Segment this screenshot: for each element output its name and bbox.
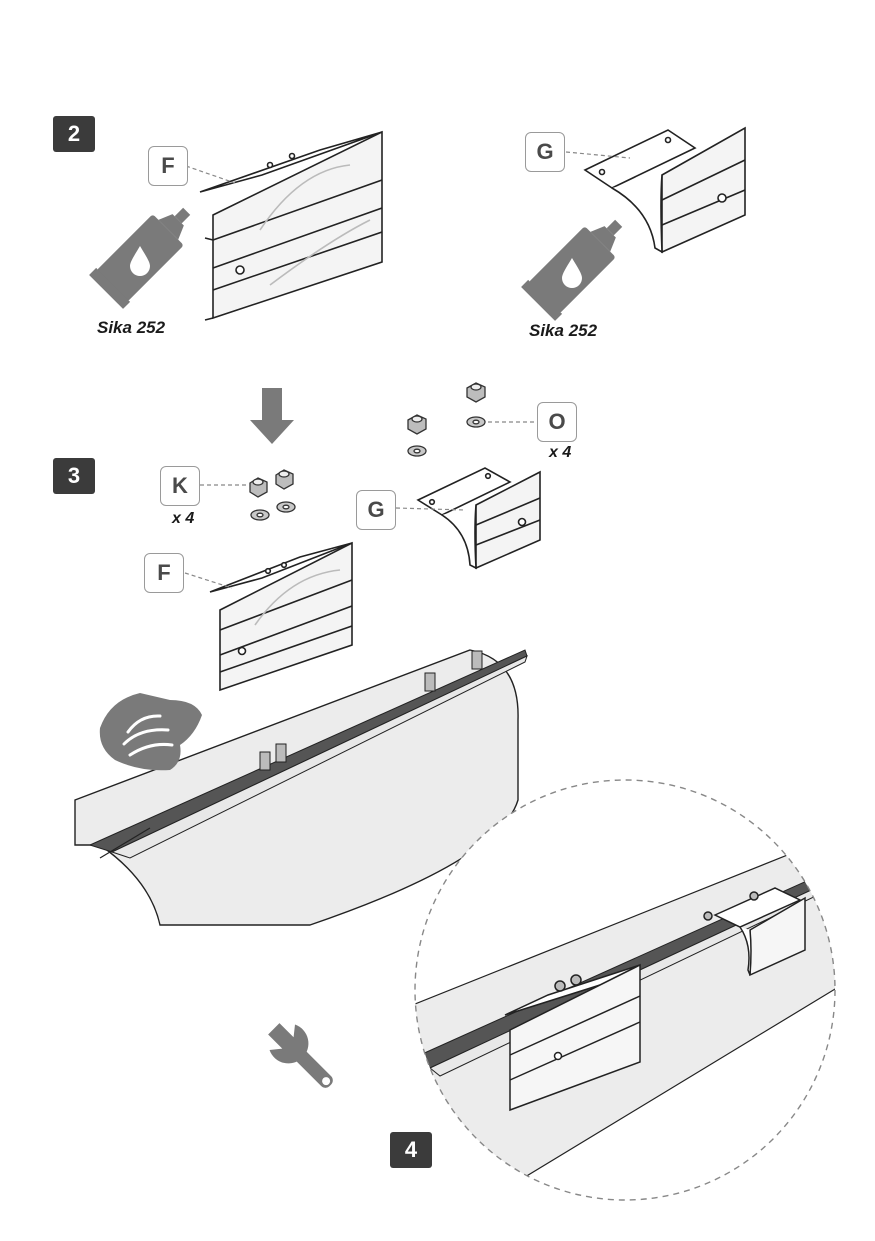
- wrench-icon: [268, 1023, 333, 1088]
- step-2-badge: 2: [53, 116, 95, 152]
- mounting-surface: [74, 649, 528, 926]
- detail-view: [414, 779, 836, 1201]
- sealant-tube-icon: [521, 219, 623, 321]
- part-label-o: O: [537, 402, 577, 442]
- sealant-caption-right: Sika 252: [529, 321, 598, 340]
- quantity-k: x 4: [172, 510, 195, 527]
- hand-wipe-icon: [99, 693, 202, 771]
- part-label-g-step3: G: [356, 490, 396, 530]
- quantity-o: x 4: [549, 444, 572, 461]
- bracket-g-step2: [583, 126, 746, 254]
- step-3-badge: 3: [53, 458, 95, 494]
- step-4-badge: 4: [390, 1132, 432, 1168]
- bracket-g-step3: [416, 467, 541, 570]
- part-label-f-step3: F: [144, 553, 184, 593]
- nuts-washers-o: [407, 382, 486, 457]
- nuts-washers-k: [249, 469, 296, 521]
- bracket-f-step2: [199, 130, 383, 321]
- part-label-f-step2: F: [148, 146, 188, 186]
- sealant-tube-icon: [89, 207, 191, 309]
- sealant-caption-left: Sika 252: [97, 318, 166, 337]
- bracket-f-step3: [209, 541, 353, 692]
- part-label-k: K: [160, 466, 200, 506]
- part-label-g-step2: G: [525, 132, 565, 172]
- arrow-down-icon: [250, 388, 294, 444]
